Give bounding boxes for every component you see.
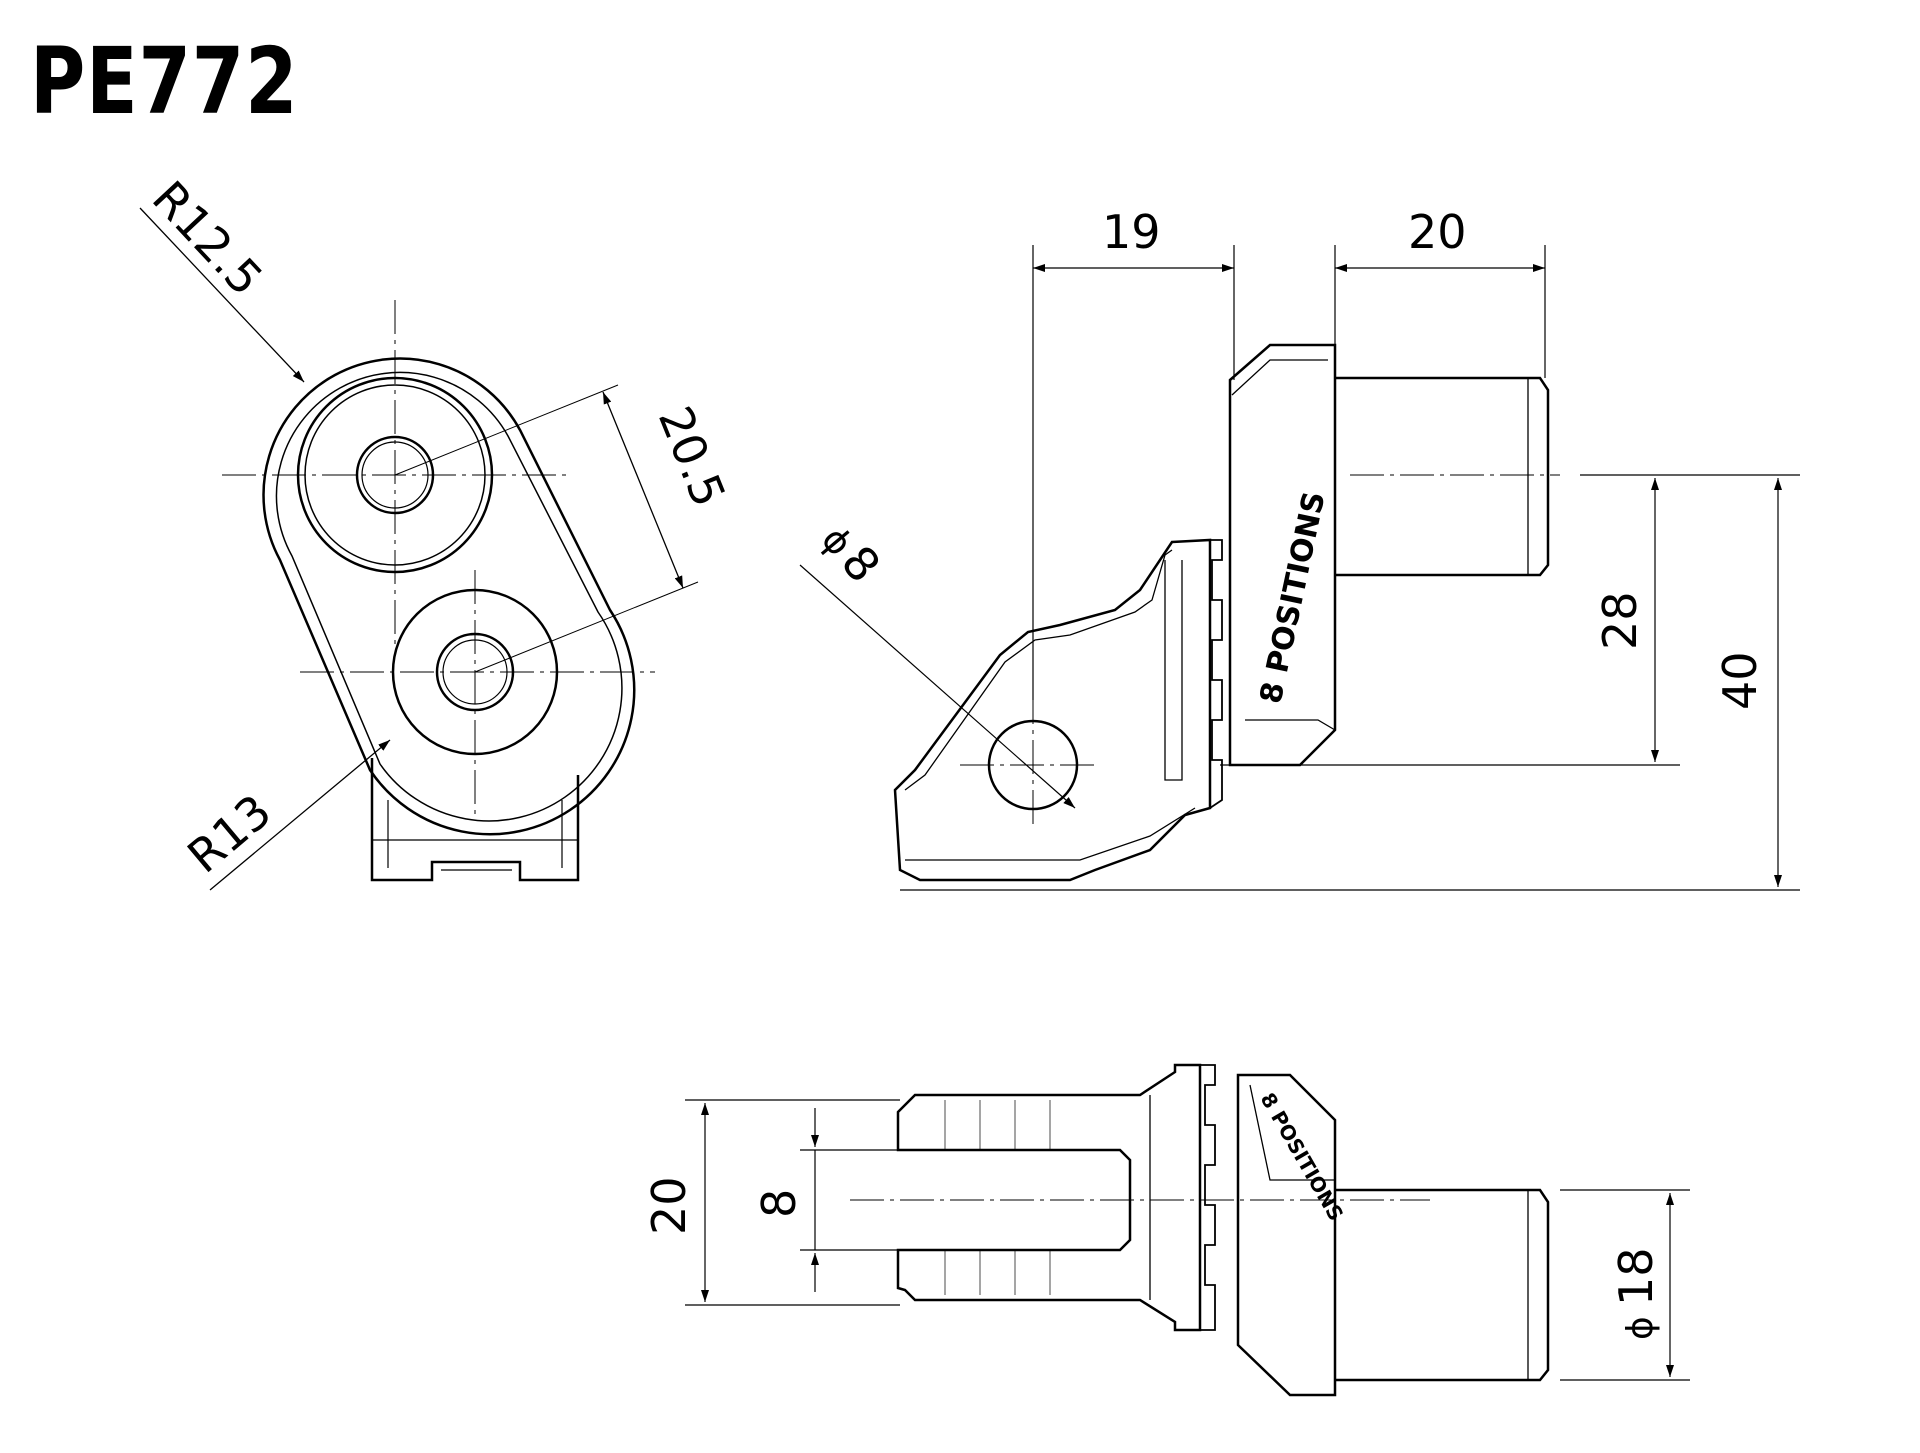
front-bottom-tab [370,758,580,882]
top-adjuster-plate [1236,1073,1337,1397]
top-serration-teeth [1200,1064,1216,1331]
width-left-label: 19 [1102,205,1161,259]
side-serration-teeth [1209,539,1223,809]
lower-radius-label: R13 [177,784,281,884]
peg-diameter-label: 18 [1609,1247,1663,1306]
peg-diameter-callout: ϕ 18 [1609,1247,1663,1340]
side-dimension-lines [799,245,1800,891]
top-peg [1335,1188,1550,1382]
front-view [139,207,699,891]
side-bracket-body [893,538,1212,882]
peg-diameter-symbol: ϕ [1620,1316,1661,1340]
slot-width-label: 8 [752,1189,806,1218]
side-view [893,343,1560,882]
hole-diameter-callout: ϕ 8 [813,519,891,592]
upper-radius-label: R12.5 [142,171,273,306]
front-body-outline [262,357,636,836]
side-engraving-text: 8 POSITIONS [1254,489,1333,707]
height-inner-label: 28 [1593,591,1647,650]
width-right-label: 20 [1408,205,1467,259]
height-outer-label: 40 [1713,651,1767,710]
fork-width-label: 20 [642,1176,696,1235]
top-fork [896,1063,1202,1332]
page-title: PE772 [30,28,299,135]
center-distance-label: 20.5 [648,399,736,514]
top-dimension-lines [685,1099,1690,1381]
front-body-inner-outline [275,371,623,822]
top-view [850,1063,1550,1397]
side-peg [1335,376,1550,577]
